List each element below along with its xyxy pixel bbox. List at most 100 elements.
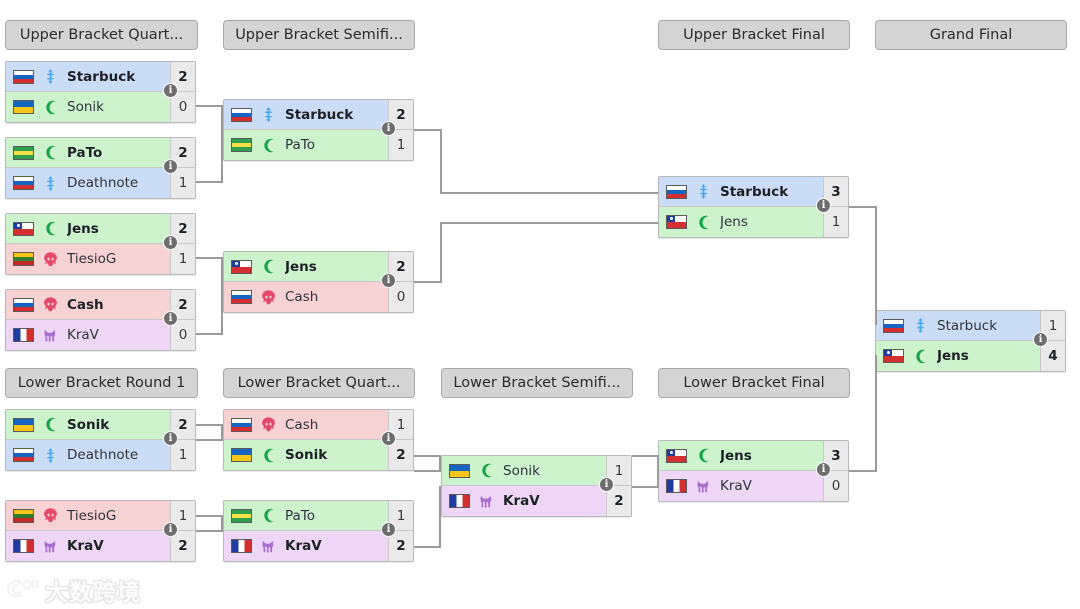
match-info-icon[interactable]: i [163, 522, 178, 537]
match-info-icon[interactable]: i [1033, 332, 1048, 347]
bracket-connector [875, 206, 877, 325]
player-name[interactable]: Starbuck [720, 183, 789, 200]
round-header[interactable]: Lower Bracket Final [658, 368, 850, 398]
race-icon-zerg [476, 462, 496, 480]
player-score: 3 [823, 441, 848, 470]
bracket-connector [440, 192, 658, 194]
bracket-connector [196, 515, 223, 517]
player-name[interactable]: TiesioG [67, 507, 117, 524]
player-name[interactable]: Deathnote [67, 447, 139, 463]
bracket-connector [221, 424, 223, 440]
bracket-connector [196, 439, 223, 441]
player-name[interactable]: Starbuck [285, 106, 354, 123]
player-name[interactable]: Jens [720, 214, 748, 230]
player-name[interactable]: TiesioG [67, 251, 117, 267]
match-info-icon[interactable]: i [381, 431, 396, 446]
round-header[interactable]: Upper Bracket Quart... [5, 20, 198, 50]
race-icon-terran [258, 288, 278, 306]
match-info-icon[interactable]: i [381, 121, 396, 136]
bracket-connector [632, 455, 659, 457]
player-name[interactable]: KraV [67, 327, 99, 343]
flag-icon-ukraine [13, 417, 34, 432]
race-icon-zerg [40, 416, 60, 434]
player-name[interactable]: PaTo [67, 144, 103, 161]
player-name[interactable]: Deathnote [67, 175, 139, 191]
match-info-icon[interactable]: i [381, 522, 396, 537]
player-name[interactable]: Cash [285, 289, 319, 305]
race-icon-zerg [693, 213, 713, 231]
flag-icon-chile [666, 215, 687, 229]
flag-icon-france [231, 539, 252, 553]
round-header[interactable]: Lower Bracket Semifi... [441, 368, 633, 398]
round-header[interactable]: Grand Final [875, 20, 1067, 50]
player-name[interactable]: KraV [285, 538, 322, 554]
player-name[interactable]: Jens [67, 220, 99, 237]
bracket-connector [849, 206, 877, 208]
match-info-icon[interactable]: i [163, 311, 178, 326]
race-icon-zerg [258, 507, 278, 525]
flag-icon-russia [231, 417, 252, 432]
match-info-icon[interactable]: i [381, 273, 396, 288]
player-name[interactable]: KraV [720, 478, 752, 494]
bracket-connector [196, 105, 223, 107]
bracket-connector [196, 424, 223, 426]
match-info-icon[interactable]: i [163, 83, 178, 98]
player-name[interactable]: Starbuck [937, 317, 998, 334]
player-name[interactable]: PaTo [285, 507, 316, 524]
match-info-icon[interactable]: i [163, 431, 178, 446]
player-name[interactable]: Sonik [67, 416, 110, 433]
player-name[interactable]: Jens [720, 447, 752, 464]
bracket-connector [440, 129, 442, 193]
player-name[interactable]: KraV [503, 493, 540, 509]
player-name[interactable]: Sonik [67, 99, 104, 115]
race-icon-protoss [910, 317, 930, 335]
match-info-icon[interactable]: i [816, 198, 831, 213]
player-name[interactable]: Cash [285, 416, 319, 433]
flag-icon-brazil [231, 138, 252, 152]
round-header[interactable]: Lower Bracket Round 1 [5, 368, 198, 398]
round-header[interactable]: Lower Bracket Quart... [223, 368, 415, 398]
player-name[interactable]: KraV [67, 538, 104, 554]
player-name[interactable]: Starbuck [67, 68, 136, 85]
flag-icon-slovenia [666, 184, 687, 199]
flag-icon-brazil [231, 508, 252, 523]
player-name[interactable]: Cash [67, 296, 104, 313]
player-name[interactable]: Jens [285, 258, 317, 275]
race-icon-zerg [258, 258, 278, 276]
round-header[interactable]: Upper Bracket Semifi... [223, 20, 415, 50]
player-name[interactable]: PaTo [285, 137, 316, 153]
player-name[interactable]: Sonik [503, 462, 540, 479]
match-info-icon[interactable]: i [163, 159, 178, 174]
bracket-connector [657, 455, 659, 487]
match-info-icon[interactable]: i [163, 235, 178, 250]
player-name[interactable]: Jens [937, 348, 969, 364]
race-icon-terran [40, 507, 60, 525]
match-info-icon[interactable]: i [816, 462, 831, 477]
player-name[interactable]: Sonik [285, 447, 328, 463]
round-header[interactable]: Upper Bracket Final [658, 20, 850, 50]
race-icon-zerg [258, 136, 278, 154]
match-info-icon[interactable]: i [599, 477, 614, 492]
race-icon-protoss [40, 68, 60, 86]
